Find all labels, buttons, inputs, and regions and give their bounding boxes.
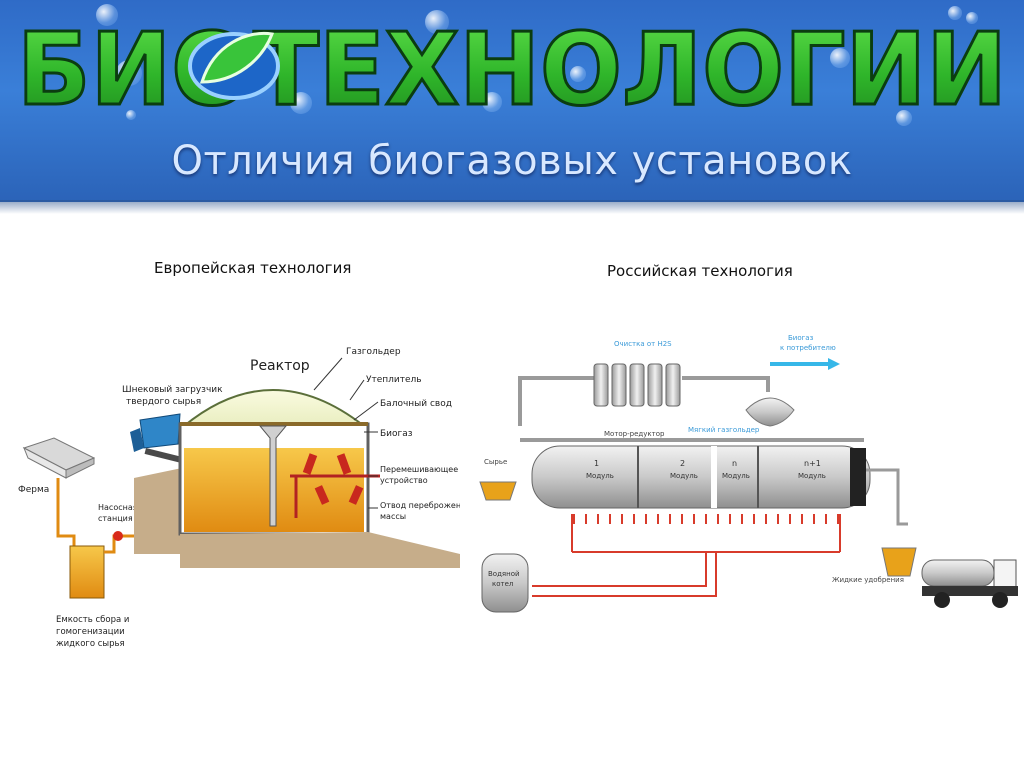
pump-label-1: Насосная [98, 503, 138, 512]
ground-base [180, 532, 460, 568]
header-banner: БИОТЕХНОЛОГИИ Отличия биогазовых установ… [0, 0, 1024, 202]
mixer-label-2: устройство [380, 476, 428, 485]
outlet-label-2: массы [380, 512, 406, 521]
heater-array [571, 514, 841, 553]
russian-diagram: Очистка от H2S Биогаз к потребителю Мягк… [479, 334, 1018, 613]
tank-label-3: жидкого сырья [56, 639, 125, 649]
decorative-bubble [570, 66, 586, 82]
insulation-label: Утеплитель [366, 375, 422, 385]
decorative-bubble [896, 110, 912, 126]
mixer-icon [290, 453, 380, 518]
motor-reducer-label: Мотор-редуктор [604, 430, 665, 438]
mixer-label-1: Перемешивающее [380, 465, 458, 474]
decorative-bubble [96, 4, 118, 26]
russian-technology-label: Российская технология [607, 262, 793, 280]
raw-hopper [479, 481, 517, 501]
farm-label: Ферма [18, 485, 49, 495]
hot-water-pipe [532, 552, 717, 597]
leader-line [313, 357, 343, 391]
decorative-bubble [966, 12, 978, 24]
module-n-number: n [732, 459, 737, 468]
module-n-label: Модуль [722, 472, 750, 480]
pump-label-2: станция [98, 514, 133, 523]
ground-mound [134, 468, 182, 554]
boiler-label-1: Водяной [488, 570, 520, 578]
screw-loader-label-1: Шнековый загрузчик [122, 385, 223, 395]
decorative-bubble [116, 60, 142, 86]
slide-title: Отличия биогазовых установок [171, 138, 853, 184]
water-boiler [481, 553, 529, 613]
leaf-globe-icon [188, 31, 280, 100]
fertilizer-label: Жидкие удобрения [832, 576, 904, 584]
raw-label: Сырье [484, 458, 507, 466]
farm-icon [22, 437, 96, 479]
logo-text: БИОТЕХНОЛОГИИ [17, 11, 1007, 128]
decorative-bubble [482, 92, 502, 112]
header-shadow [0, 200, 1024, 214]
biogas-consumer-label-2: к потребителю [780, 344, 836, 352]
soft-gasholder-label: Мягкий газгольдер [688, 426, 760, 434]
leader-line [349, 379, 365, 401]
gas-pipe [518, 376, 594, 426]
leader-line [353, 401, 379, 421]
european-technology-label: Европейская технология [154, 259, 352, 277]
module-1-number: 1 [594, 459, 599, 468]
european-diagram: Ферма Емкость сбора и гомогенизации жидк… [18, 347, 460, 649]
tank-label-1: Емкость сбора и [56, 615, 129, 625]
h2s-cleaning-label: Очистка от H2S [614, 340, 672, 348]
module-1-label: Модуль [586, 472, 614, 480]
decorative-bubble [830, 48, 850, 68]
slurry-pipe [56, 478, 76, 546]
decorative-bubble [425, 10, 449, 34]
soft-gasholder [745, 397, 795, 427]
module-n1-number: n+1 [804, 459, 821, 468]
digester-tank [531, 445, 871, 509]
module-2-number: 2 [680, 459, 685, 468]
decorative-bubble [126, 110, 136, 120]
decorative-bubble [948, 6, 962, 20]
collection-tank [69, 545, 105, 599]
tank-label-2: гомогенизации [56, 627, 125, 637]
reactor-label: Реактор [250, 358, 310, 374]
biogas-label: Биогаз [380, 429, 413, 439]
boiler-label-2: котел [492, 580, 513, 588]
central-column [258, 425, 288, 527]
fertilizer-tank [881, 547, 917, 577]
decorative-bubble [290, 92, 312, 114]
biogas-consumer-label-1: Биогаз [788, 334, 814, 342]
outlet-chamber [850, 448, 866, 506]
screw-loader-icon [130, 413, 185, 464]
pump-icon [113, 531, 123, 541]
tanker-truck-icon [921, 559, 1018, 608]
module-2-label: Модуль [670, 472, 698, 480]
h2s-filter-columns [593, 363, 681, 407]
screw-loader-label-2: твердого сырья [126, 397, 201, 407]
gas-pipe [682, 376, 770, 392]
logo: БИОТЕХНОЛОГИИ [16, 10, 1009, 130]
gasholder-label: Газгольдер [346, 347, 401, 357]
biogas-arrow-head [828, 358, 840, 370]
gasholder-dome [181, 389, 367, 427]
outlet-pipe [866, 468, 908, 526]
outlet-label-1: Отвод переброженой [380, 501, 460, 510]
beam-vault-label: Балочный свод [380, 399, 452, 409]
module-n1-label: Модуль [798, 472, 826, 480]
